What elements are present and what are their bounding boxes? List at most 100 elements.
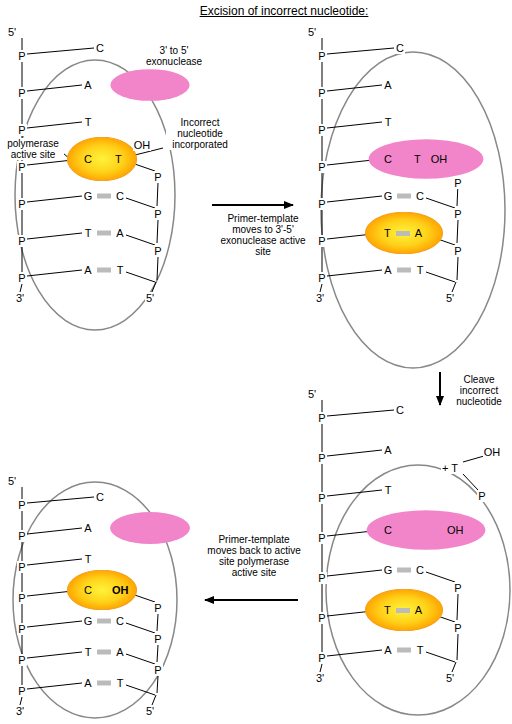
step-arrow [212,204,293,206]
nucleotide-base: A [383,79,392,91]
phosphate-label: P [153,664,162,676]
backbone-line [322,584,323,612]
polymerase-active-site: TA [365,212,443,254]
node-ellipse [369,139,484,179]
node-heading: 3' to 5' exonuclease [138,45,210,67]
backbone-line [327,122,382,128]
nucleotide-base: C [415,190,425,202]
backbone-line [27,621,82,627]
node-content: C OH [366,510,486,550]
backbone-line [22,666,23,685]
hydroxyl-end: OH [133,139,152,151]
node-content: COH [67,570,137,610]
nucleotide-base: A [83,522,92,534]
polymerase-active-site: CT [67,137,137,181]
node-ellipse [367,510,486,550]
backbone-line [322,173,323,198]
backbone-line [27,528,82,534]
phosphate-label: P [317,87,326,99]
backbone-line [22,247,23,272]
node-content: TA [365,589,443,631]
nucleotide-base: C [415,564,425,576]
phosphate-label: P [317,572,326,584]
free-nucleotide-bond [463,456,484,462]
backbone-line [22,542,23,561]
backbone-line [22,173,23,198]
phosphate-label: P [17,87,26,99]
node-ellipse [110,69,189,101]
nucleotide-base: A [83,264,92,276]
nucleotide-base: C [95,491,105,503]
backbone-line [320,664,322,672]
free-nucleotide-bond [463,474,478,490]
node-content: CTOH [368,139,484,179]
nucleotide-base: C [395,404,405,416]
backbone-line [327,650,382,656]
backbone-line [452,282,456,292]
nucleotide-base: T [416,644,425,656]
phosphate-label: P [453,208,462,220]
backbone-line [126,685,155,695]
strand-end-label: 3' [15,705,25,717]
nucleotide-base: T [384,227,391,239]
backbone-line [157,676,158,693]
backbone-line [27,559,82,565]
phosphate-label: P [17,654,26,666]
polymerase-active-site: COH [67,570,137,610]
backbone-line [457,634,458,660]
nucleotide-base: T [416,264,425,276]
phosphate-label: P [317,412,326,424]
hydroxyl-end: OH [447,524,464,536]
backbone-line [320,284,322,292]
nucleotide-base: A [83,677,92,689]
base-pair-mark [97,268,111,273]
nucleotide-base: + T [441,462,459,474]
backbone-line [22,511,23,530]
phosphate-label: P [153,208,162,220]
phosphate-label: P [317,492,326,504]
base-pair-mark [397,568,411,573]
backbone-line [426,198,455,208]
dna-backbone [20,38,458,705]
backbone-line [452,662,456,672]
backbone-line [22,635,23,654]
node-shape [110,69,190,101]
backbone-line [27,683,82,689]
backbone-line [426,272,455,282]
exonuclease-site: C OH [366,510,486,550]
strand-end-label: 5' [307,388,317,400]
nucleotide-base: G [83,190,94,202]
phosphate-label: P [17,623,26,635]
backbone-line [27,270,82,276]
backbone-line [322,424,323,452]
polymerase-outline [321,52,505,368]
strand-end-label: 5' [145,705,155,717]
nucleotide-base: C [395,42,405,54]
phosphate-label: P [153,245,162,257]
strand-end-label: 3' [315,292,325,304]
annotation: Primer-template moves back to active sit… [206,534,302,578]
backbone-line [20,284,22,292]
base-pair-mark [396,231,410,236]
nucleotide-base: A [383,644,392,656]
phosphate-label: P [317,452,326,464]
phosphate-label: P [317,612,326,624]
backbone-line [27,497,94,503]
nucleotide-base: T [414,153,421,165]
phosphate-label: P [17,235,26,247]
backbone-line [322,38,323,50]
backbone-line [126,235,155,245]
nucleotide-base: T [84,646,93,658]
backbone-line [157,183,158,206]
phosphate-label: P [317,124,326,136]
strand-end-label: 5' [7,475,17,487]
backbone-line [322,210,323,235]
backbone-line [457,594,458,620]
nucleotide-base: A [115,646,124,658]
backbone-line [322,544,323,572]
backbone-line [126,198,155,208]
nucleotide-base: C [384,524,392,536]
exonuclease-site: 3' to 5' exonuclease [110,69,190,101]
nucleotide-base: C [84,584,92,596]
